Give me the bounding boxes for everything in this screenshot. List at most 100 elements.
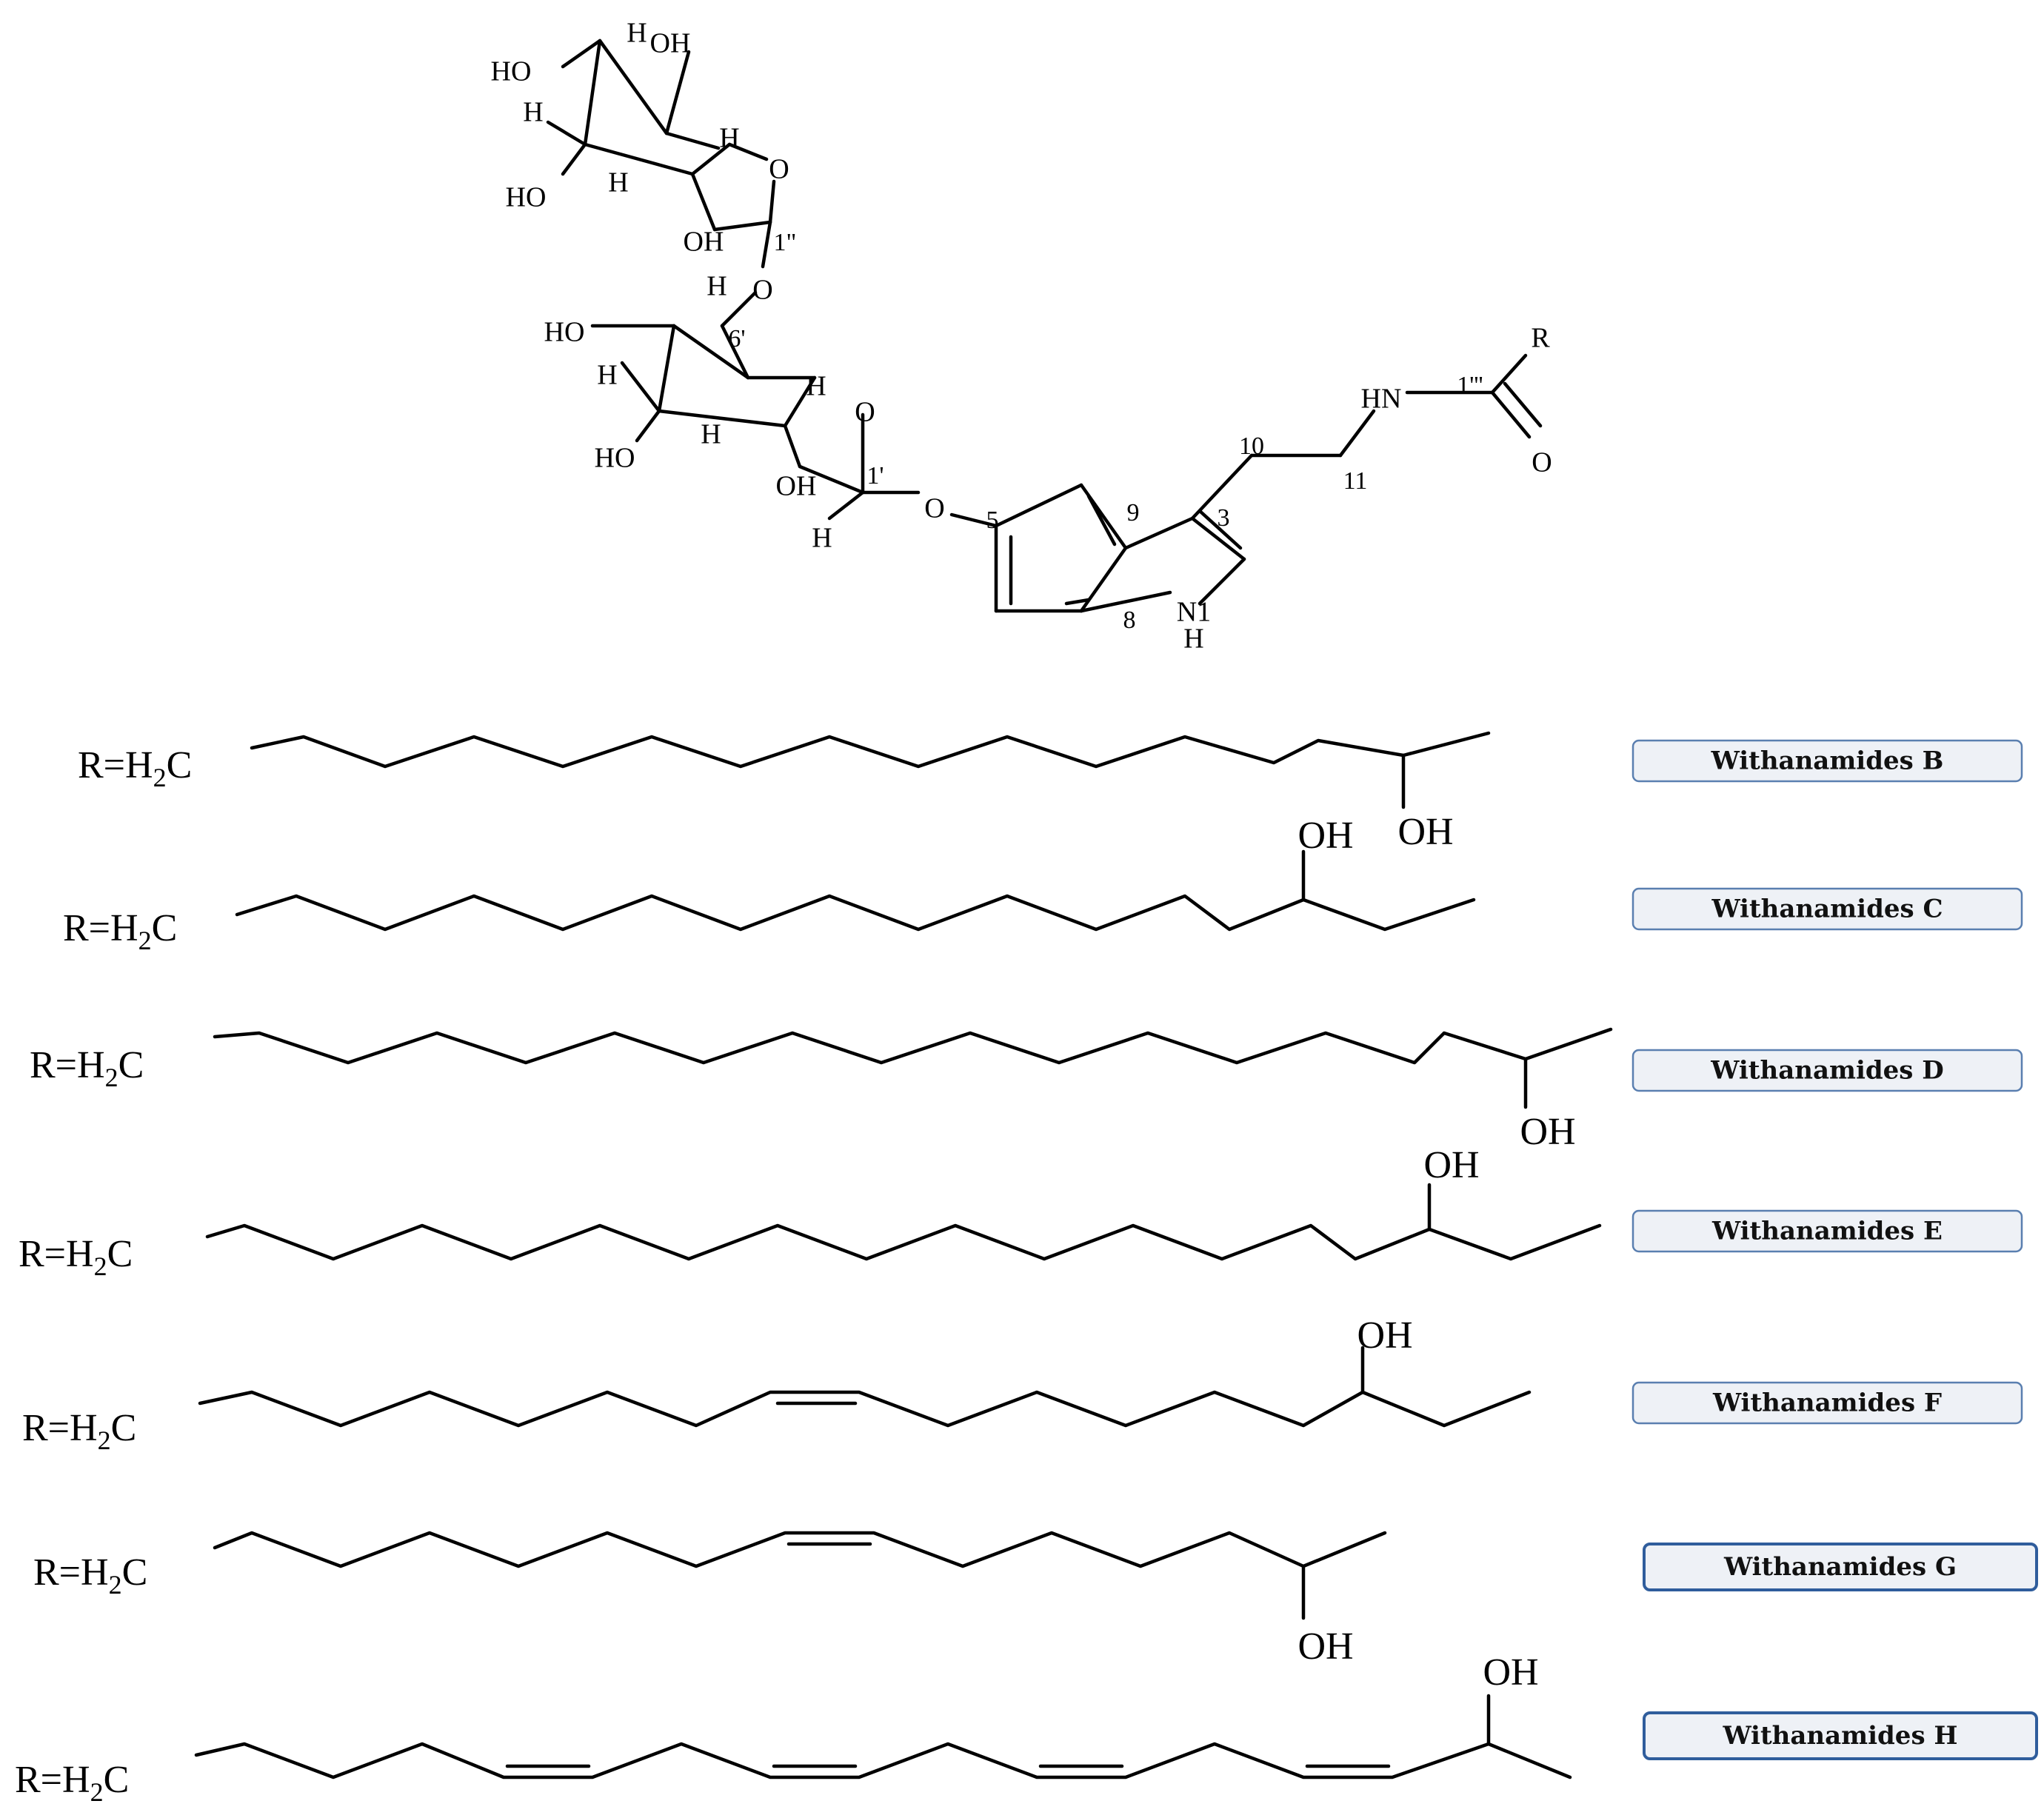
- atom-label: O: [855, 397, 875, 428]
- chain-bonds: [205, 1223, 1602, 1261]
- atom-label: OH: [684, 227, 724, 258]
- compound-name: Withanamides B: [1711, 746, 1944, 776]
- atom-label: HO: [544, 317, 585, 348]
- r-prefix: R=H2C: [30, 1044, 144, 1092]
- bond: [783, 375, 817, 428]
- atom-label: H: [806, 371, 826, 402]
- oh-label: OH: [1297, 1625, 1353, 1668]
- core-structure: [546, 39, 1543, 613]
- atom-label: O: [752, 275, 772, 306]
- chain-bonds: [213, 1027, 1613, 1065]
- bond: [598, 39, 669, 136]
- compound-tag-box: [1643, 1711, 2038, 1760]
- atom-label: H: [1183, 624, 1203, 655]
- bond: [1338, 409, 1376, 458]
- r-prefix-main: R=H: [22, 1407, 98, 1449]
- chain-bonds: [235, 894, 1476, 932]
- bond: [1123, 516, 1195, 550]
- bond: [1064, 598, 1091, 606]
- compound-tag-box: [1631, 887, 2023, 931]
- compound-tag: Withanamides E: [1631, 1209, 2023, 1253]
- r-prefix-c: C: [152, 907, 178, 949]
- compound-tag-box: [1643, 1543, 2038, 1591]
- compound-name: Withanamides F: [1712, 1388, 1942, 1418]
- bond: [620, 361, 661, 413]
- atom-label: 6': [728, 325, 745, 352]
- atom-label: H: [627, 18, 647, 49]
- r-prefix: R=H2C: [63, 907, 177, 955]
- r-prefix-c: C: [122, 1551, 148, 1594]
- compound-tag: Withanamides D: [1631, 1049, 2023, 1092]
- atom-label: H: [597, 360, 617, 391]
- atom-label: H: [707, 271, 727, 302]
- bond: [798, 464, 865, 495]
- bond: [1190, 516, 1246, 561]
- compound-tag-box: [1631, 1049, 2023, 1092]
- oh-label: OH: [1297, 815, 1353, 857]
- r-prefix-subscript: 2: [105, 1063, 118, 1092]
- bond: [583, 39, 602, 147]
- chain-bonds: [250, 731, 1491, 769]
- atom-label: O: [769, 154, 789, 185]
- r-prefix-subscript: 2: [90, 1777, 104, 1807]
- r-prefix: R=H2C: [78, 744, 192, 792]
- bond: [561, 39, 602, 69]
- bond: [690, 172, 717, 232]
- bond: [1198, 557, 1246, 606]
- bond: [994, 483, 1083, 528]
- bond: [1503, 381, 1543, 428]
- compound-tag-box: [1631, 1381, 2023, 1425]
- r-prefix-main: R=H: [30, 1044, 105, 1086]
- chain-bonds: [198, 1390, 1532, 1428]
- r-prefix-subscript: 2: [94, 1251, 107, 1281]
- bond: [727, 142, 769, 161]
- r-prefix-subscript: 2: [153, 763, 167, 792]
- atom-label: 3: [1218, 504, 1230, 532]
- compound-tag: Withanamides H: [1643, 1711, 2038, 1760]
- bond: [712, 220, 772, 232]
- bond: [1079, 483, 1128, 550]
- oh-label: OH: [1357, 1314, 1412, 1357]
- r-prefix-c: C: [107, 1233, 133, 1275]
- atom-label: OH: [776, 471, 817, 502]
- compound-tag: Withanamides F: [1631, 1381, 2023, 1425]
- r-prefix-subscript: 2: [98, 1426, 111, 1455]
- atom-label: 10: [1239, 432, 1264, 460]
- bond: [720, 324, 750, 380]
- atom-label: 1': [866, 462, 884, 489]
- r-prefix-subscript: 2: [138, 926, 152, 955]
- r-prefix-c: C: [167, 744, 193, 786]
- bond: [1086, 494, 1117, 547]
- r-prefix-subscript: 2: [109, 1570, 122, 1600]
- compound-tag: Withanamides C: [1631, 887, 2023, 931]
- r-prefix: R=H2C: [33, 1551, 147, 1600]
- atom-label: H: [719, 123, 739, 154]
- side-chain-6: R=H2C OH: [33, 1531, 1387, 1668]
- atom-label: H: [523, 97, 543, 128]
- r-prefix-main: R=H: [78, 744, 153, 786]
- bond: [720, 290, 758, 328]
- atom-label: H: [812, 523, 832, 554]
- compound-tags: Withanamides B Withanamides C Withanamides…: [1631, 739, 2038, 1760]
- bond: [768, 179, 776, 224]
- bond: [949, 512, 998, 528]
- compound-tag: Withanamides G: [1643, 1543, 2038, 1591]
- r-prefix-c: C: [111, 1407, 137, 1449]
- r-prefix-c: C: [104, 1759, 130, 1801]
- bond: [657, 409, 787, 428]
- r-prefix-main: R=H: [19, 1233, 94, 1275]
- atom-label: H: [608, 167, 628, 198]
- bond: [783, 424, 802, 469]
- bond: [1079, 590, 1172, 613]
- r-prefix-c: C: [118, 1044, 144, 1086]
- bond: [635, 409, 661, 443]
- compound-tag: Withanamides B: [1631, 739, 2023, 783]
- atom-label: H: [701, 419, 721, 450]
